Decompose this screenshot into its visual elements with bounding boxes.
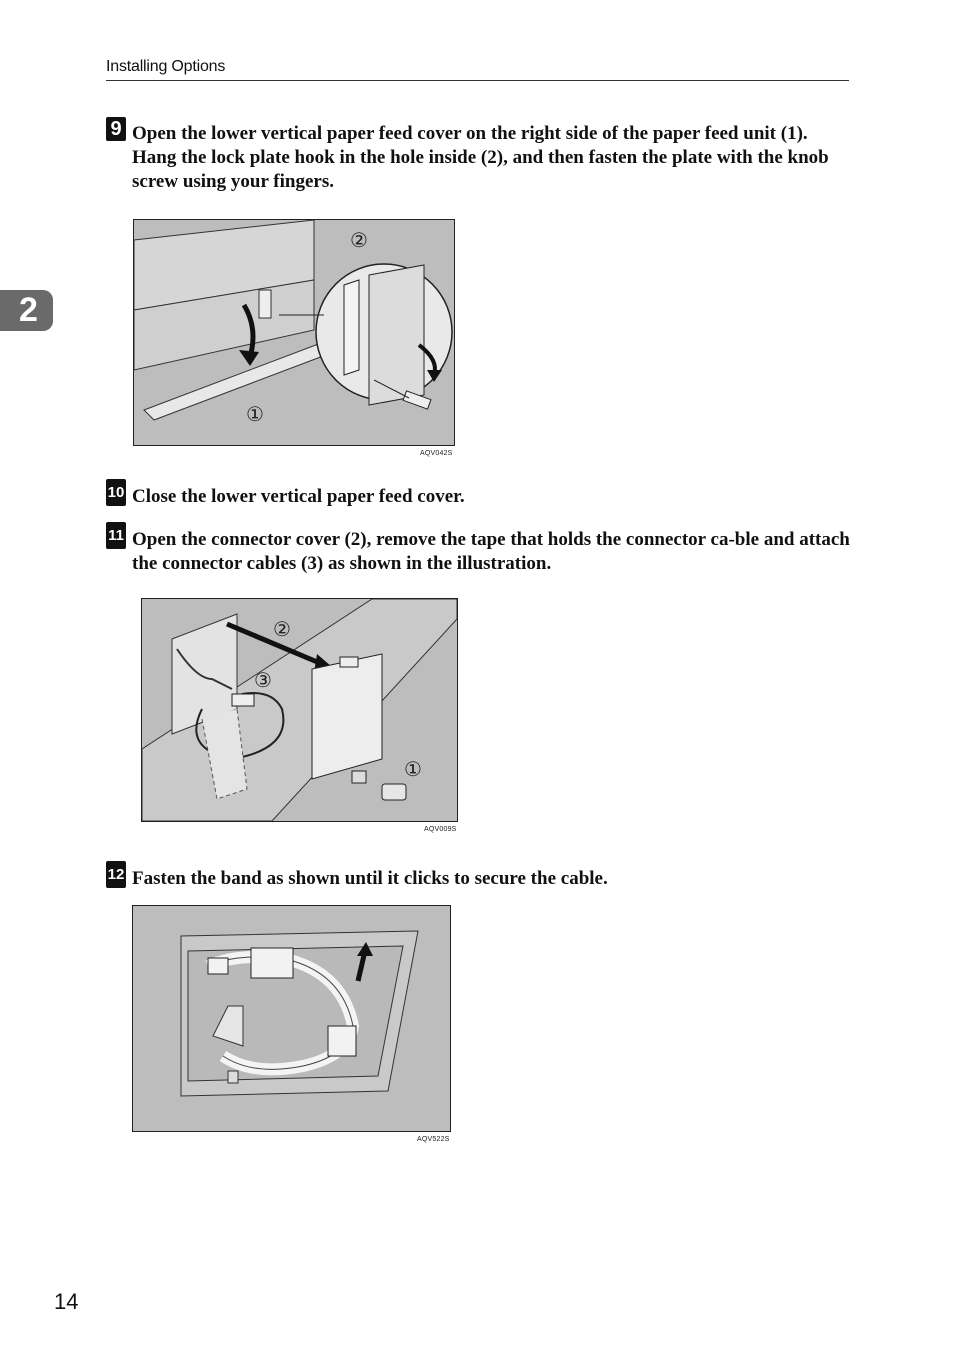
step-text-11: Open the connector cover (2), remove the… xyxy=(132,529,850,574)
paper-feed-cover-drawing xyxy=(134,220,454,445)
callout-3-fig2: ③ xyxy=(254,668,273,692)
step-text-10: Close the lower vertical paper feed cove… xyxy=(132,486,465,507)
step-number-11: 11 xyxy=(106,522,126,549)
connector-cover-drawing xyxy=(142,599,457,821)
section-title: Installing Options xyxy=(106,58,226,75)
step-number-9: 9 xyxy=(106,117,126,141)
step-number-10: 10 xyxy=(106,479,126,506)
callout-2-fig1: ② xyxy=(350,228,369,252)
illustration-connector-cover xyxy=(141,598,458,822)
illustration-paper-feed-cover xyxy=(133,219,455,446)
illustration-cable-band xyxy=(132,905,451,1132)
callout-1-fig1: ① xyxy=(246,402,265,426)
step-number-12: 12 xyxy=(106,861,126,888)
figure-code-1: AQV042S xyxy=(420,450,453,457)
chapter-tab: 2 xyxy=(0,290,53,331)
callout-1-fig2: ① xyxy=(404,757,423,781)
step-text-12: Fasten the band as shown until it clicks… xyxy=(132,868,608,889)
page-number: 14 xyxy=(54,1289,79,1314)
step-text-9: Open the lower vertical paper feed cover… xyxy=(132,123,829,192)
cable-band-drawing xyxy=(133,906,450,1131)
figure-code-3: AQV522S xyxy=(417,1136,450,1143)
figure-code-2: AQV009S xyxy=(424,826,457,833)
running-header: Installing Options xyxy=(106,56,849,81)
callout-2-fig2: ② xyxy=(273,617,292,641)
